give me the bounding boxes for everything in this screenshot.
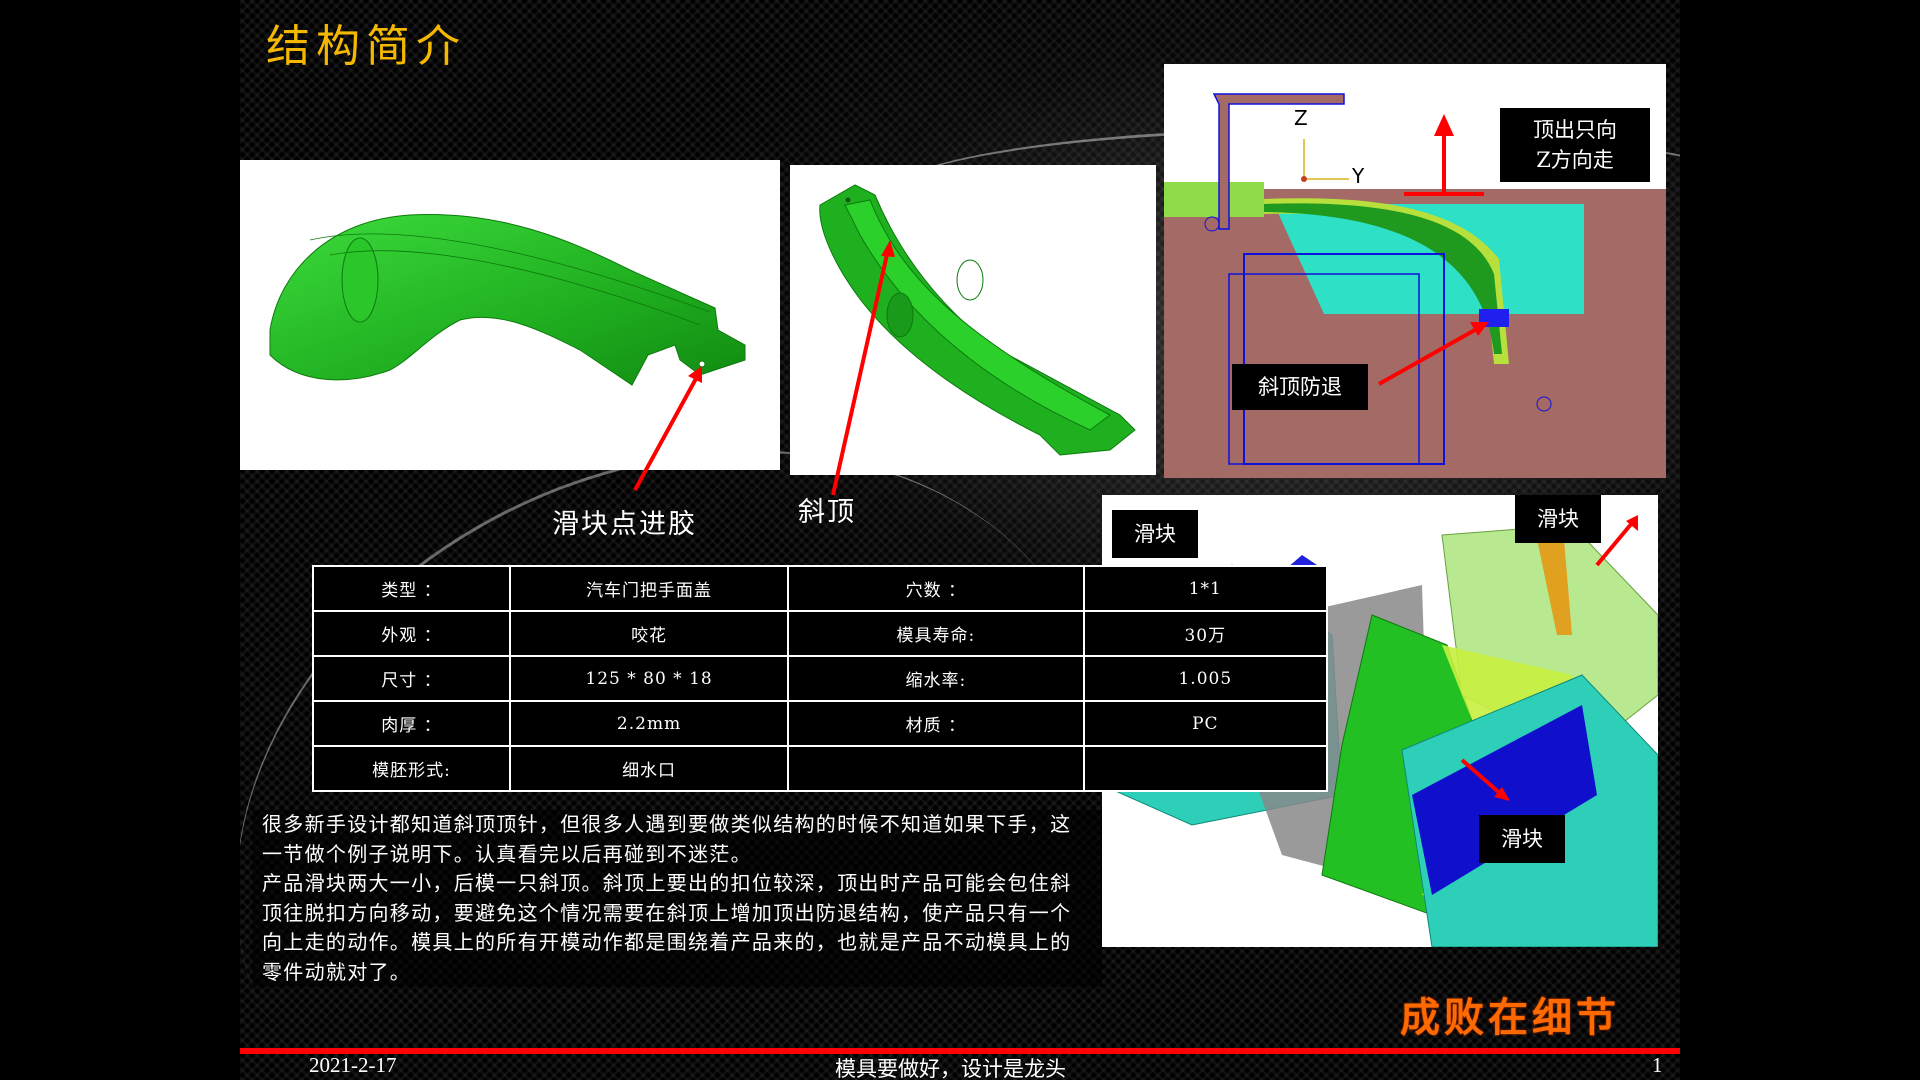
description-paragraph-2: 产品滑块两大一小，后模一只斜顶。斜顶上要出的扣位较深，顶出时产品可能会包住斜顶往… [262,871,1072,984]
anti-back-tag: 斜顶防退 [1232,364,1368,410]
table-row: 类型 ： 汽车门把手面盖 穴数 ： 1*1 [312,565,1329,612]
part-outer-view-image [240,160,780,470]
spec-label: 模具寿命: [787,610,1085,657]
spec-value: 细水口 [508,745,790,792]
mold-section-view-image: Z Y 顶出只向 Z方向走 斜顶防退 [1164,64,1666,478]
eject-direction-tag: 顶出只向 Z方向走 [1500,108,1650,182]
description-text: 很多新手设计都知道斜顶顶针，但很多人遇到要做类似结构的时候不知道如果下手，这一节… [252,810,1102,987]
green-part-inner-icon [819,184,1136,456]
part-inner-view-image [790,165,1156,475]
footer-divider [240,1048,1680,1054]
spec-value: PC [1082,700,1329,747]
slider-tag-bottom-right: 滑块 [1479,815,1565,863]
spec-value [1082,745,1329,792]
spec-value: 汽车门把手面盖 [508,565,790,612]
spec-label: 穴数 ： [787,565,1085,612]
slider-tag-left: 滑块 [1112,510,1198,558]
spec-table: 类型 ： 汽车门把手面盖 穴数 ： 1*1 外观 ： 咬花 模具寿命: 30万 … [312,565,1329,792]
callout-lifter: 斜顶 [798,497,856,528]
axis-y-label: Y [1352,164,1365,188]
spec-label: 肉厚 ： [312,700,511,747]
footer-date: 2021-2-17 [309,1053,397,1077]
callout-slider-gate: 滑块点进胶 [552,509,697,540]
footer-center-text: 模具要做好，设计是龙头 [835,1057,1066,1080]
description-paragraph-1: 很多新手设计都知道斜顶顶针，但很多人遇到要做类似结构的时候不知道如果下手，这一节… [262,812,1072,866]
spec-label: 材质 ： [787,700,1085,747]
spec-label: 缩水率: [787,655,1085,702]
axis-z-label: Z [1294,106,1308,130]
green-part-icon [269,213,746,386]
table-row: 尺寸 ： 125 * 80 * 18 缩水率: 1.005 [312,655,1329,702]
spec-value: 125 * 80 * 18 [508,655,790,702]
table-row: 模胚形式: 细水口 [312,745,1329,792]
spec-label: 外观 ： [312,610,511,657]
slogan: 成败在细节 [1400,994,1620,1041]
eject-direction-line2: Z方向走 [1536,148,1614,172]
slide: 结构简介 [240,0,1680,1080]
spec-value: 1*1 [1082,565,1329,612]
eject-direction-line1: 顶出只向 [1533,118,1617,142]
spec-label: 模胚形式: [312,745,511,792]
table-row: 外观 ： 咬花 模具寿命: 30万 [312,610,1329,657]
spec-label [787,745,1085,792]
spec-value: 2.2mm [508,700,790,747]
spec-label: 尺寸 ： [312,655,511,702]
spec-value: 咬花 [508,610,790,657]
spec-label: 类型 ： [312,565,511,612]
section-drawing-icon [1164,93,1666,478]
page-title: 结构简介 [266,21,466,72]
spec-value: 30万 [1082,610,1329,657]
page-number: 1 [1652,1053,1663,1077]
spec-value: 1.005 [1082,655,1329,702]
table-row: 肉厚 ： 2.2mm 材质 ： PC [312,700,1329,747]
slider-tag-top-right: 滑块 [1515,495,1601,543]
